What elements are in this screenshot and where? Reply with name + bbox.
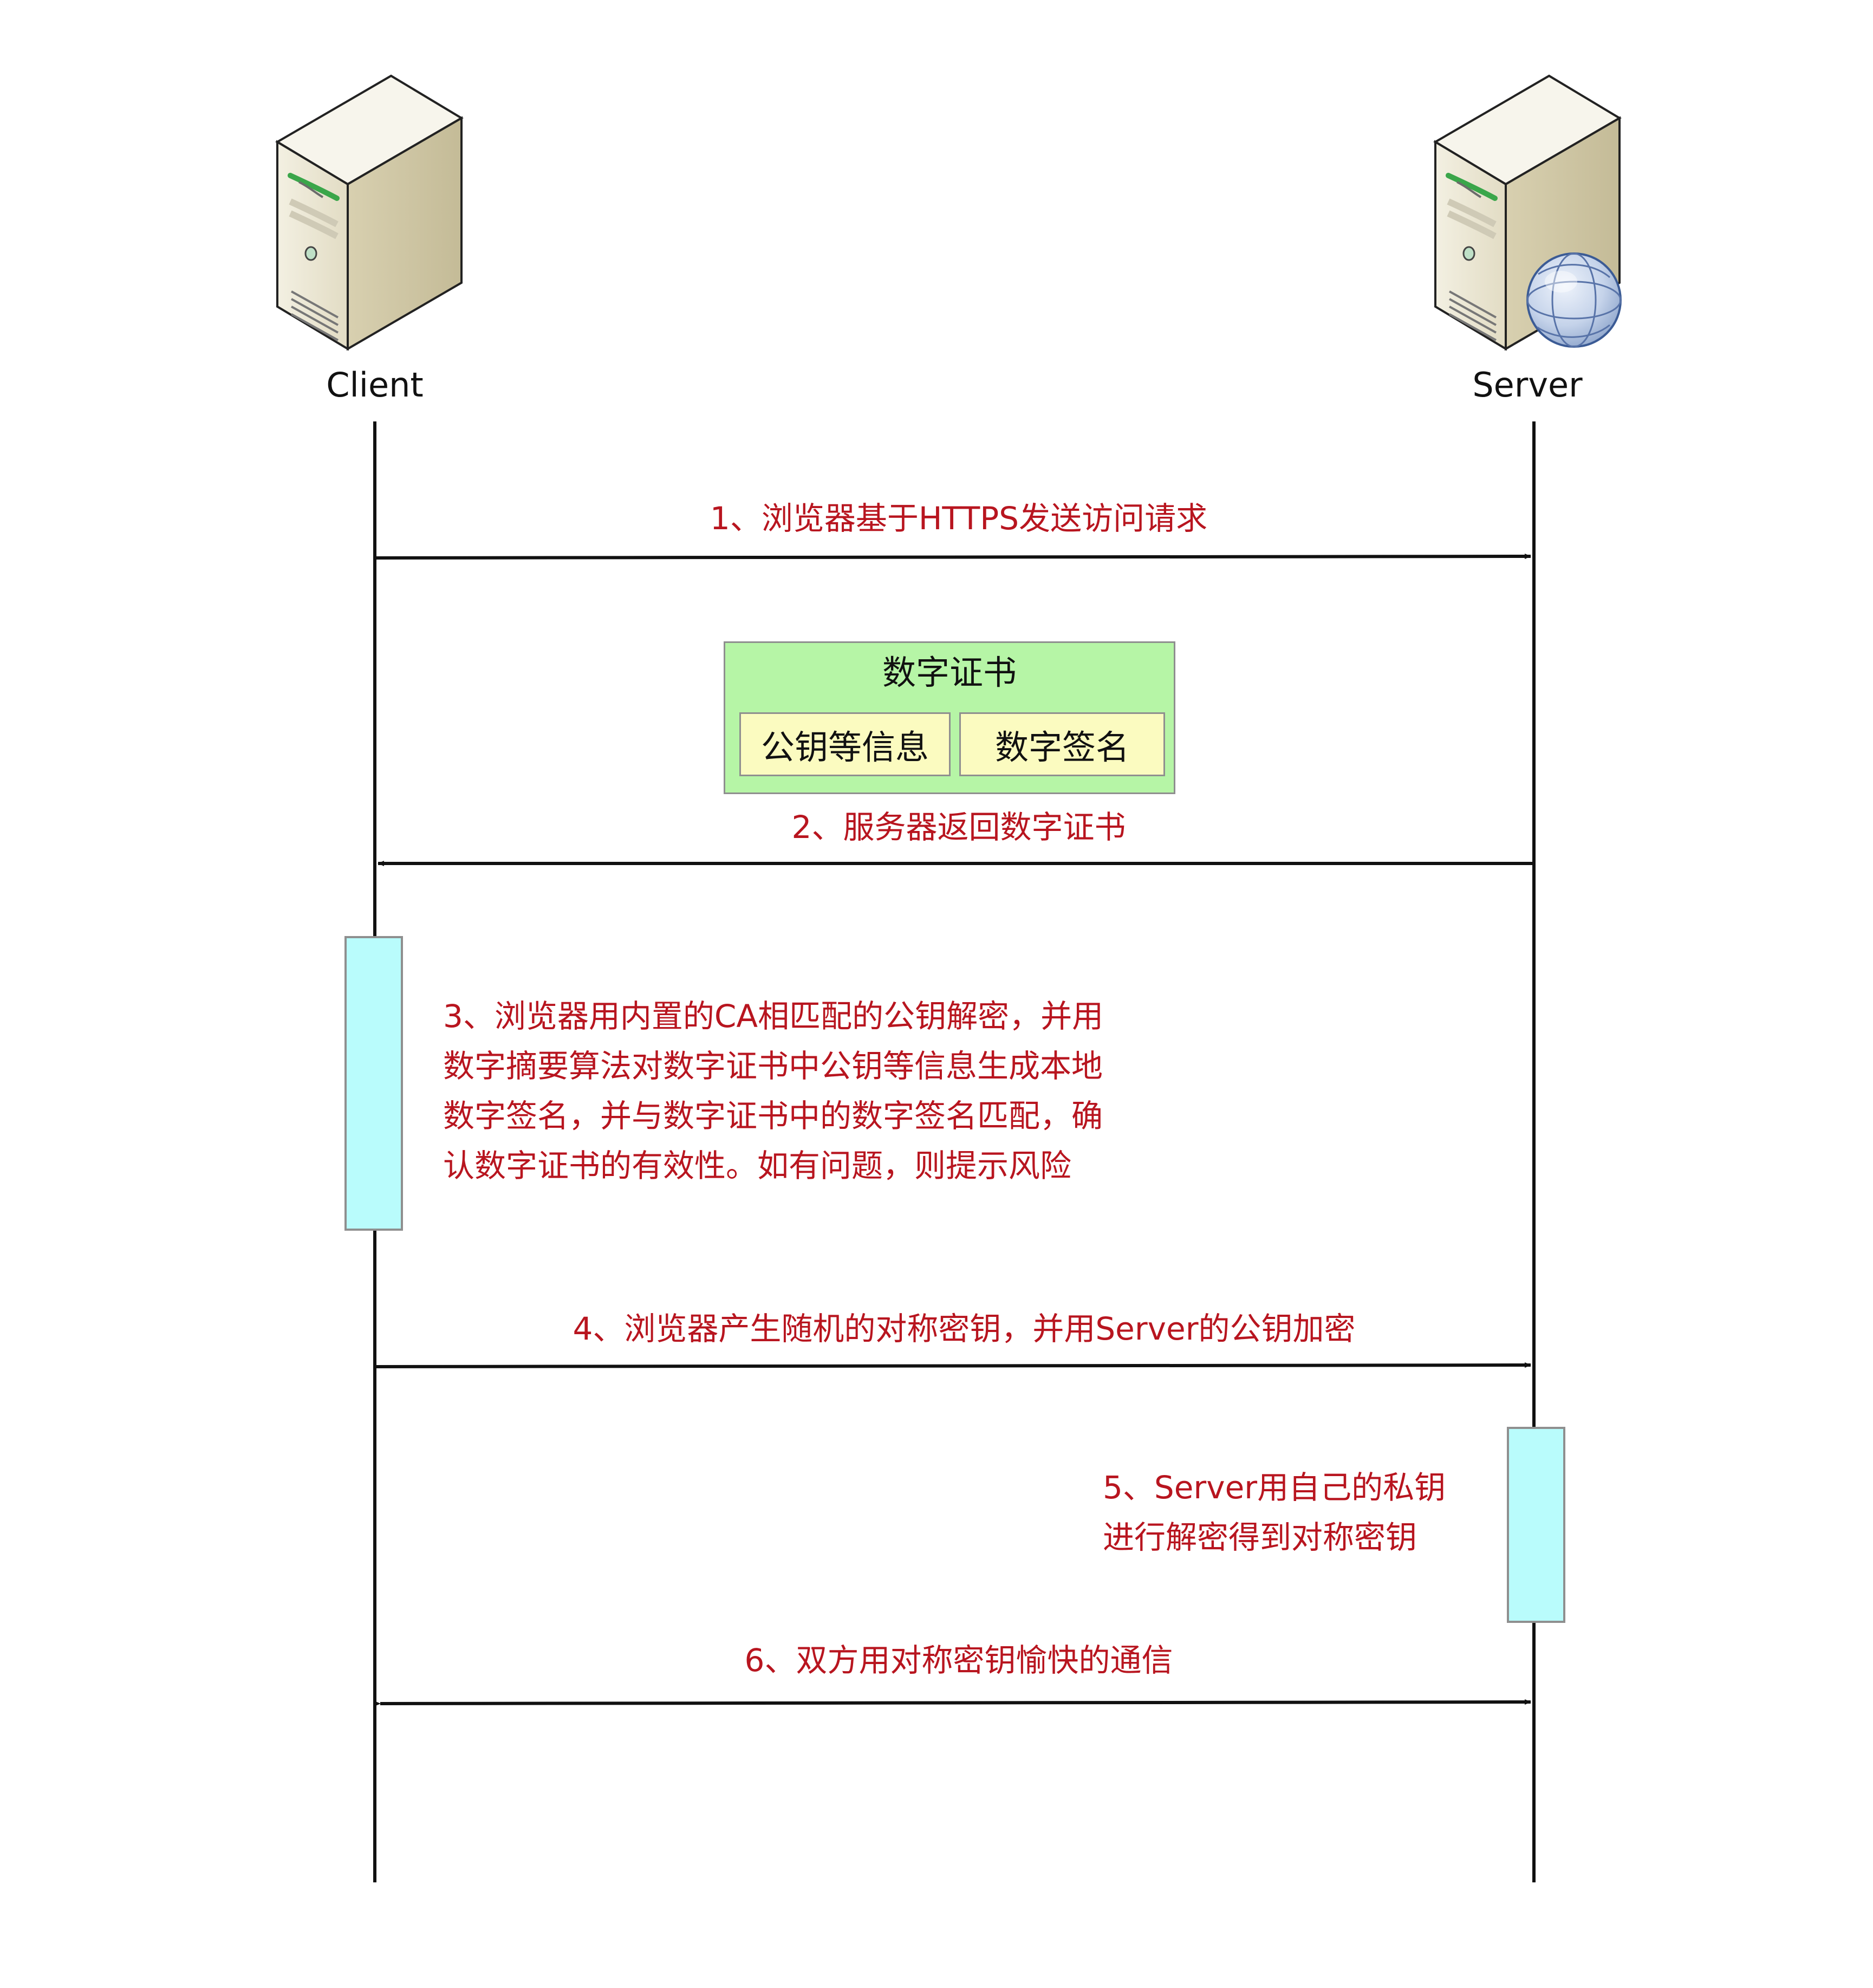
step-1-label: 1、浏览器基于HTTPS发送访问请求 — [710, 500, 1208, 537]
step-3-line-1: 3、浏览器用内置的CA相匹配的公钥解密，并用 — [443, 998, 1104, 1035]
step-6-arrow — [374, 1699, 1531, 1707]
step-3-line-4: 认数字证书的有效性。如有问题，则提示风险 — [443, 1147, 1072, 1184]
server-server-icon — [1433, 74, 1622, 351]
step-5-line-2: 进行解密得到对称密钥 — [1103, 1519, 1417, 1556]
digital-certificate: 数字证书 公钥等信息 数字签名 — [724, 641, 1175, 794]
step-4-arrow — [374, 1362, 1531, 1368]
client-activation-box — [344, 936, 403, 1231]
step-5-note: 5、Server用自己的私钥 进行解密得到对称密钥 — [1103, 1463, 1446, 1562]
globe-icon — [1526, 252, 1622, 348]
client-server-icon — [275, 74, 464, 351]
certificate-title: 数字证书 — [882, 653, 1017, 692]
step-5-line-1: 5、Server用自己的私钥 — [1103, 1469, 1446, 1506]
server-label: Server — [1472, 365, 1583, 405]
certificate-field-digital-signature: 数字签名 — [959, 712, 1165, 776]
certificate-field-public-key-info: 公钥等信息 — [739, 712, 951, 776]
step-2-label: 2、服务器返回数字证书 — [791, 809, 1126, 846]
step-6-label: 6、双方用对称密钥愉快的通信 — [744, 1642, 1173, 1679]
step-3-line-3: 数字签名，并与数字证书中的数字签名匹配，确 — [443, 1097, 1103, 1134]
step-4-label: 4、浏览器产生随机的对称密钥，并用Server的公钥加密 — [573, 1310, 1356, 1347]
server-activation-box — [1507, 1427, 1565, 1623]
client-label: Client — [326, 365, 424, 405]
step-3-line-2: 数字摘要算法对数字证书中公钥等信息生成本地 — [443, 1048, 1103, 1084]
step-3-note: 3、浏览器用内置的CA相匹配的公钥解密，并用 数字摘要算法对数字证书中公钥等信息… — [443, 991, 1103, 1191]
step-1-arrow — [374, 554, 1531, 560]
